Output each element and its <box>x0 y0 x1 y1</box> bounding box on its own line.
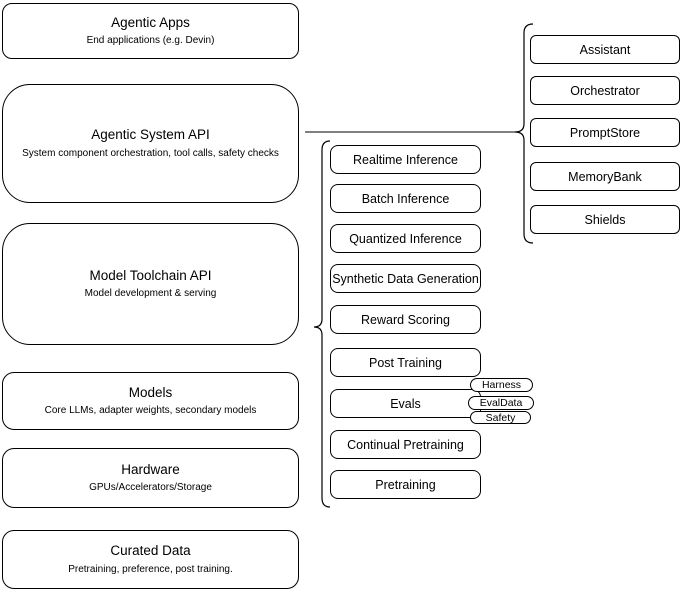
layer-box-agentic-system-api: Agentic System API System component orch… <box>2 84 299 203</box>
layer-box-agentic-apps: Agentic Apps End applications (e.g. Devi… <box>2 3 299 59</box>
eval-tag-harness: Harness <box>470 378 533 392</box>
toolchain-box-synthetic-data-generation: Synthetic Data Generation <box>330 264 481 293</box>
toolchain-box-post-training: Post Training <box>330 348 481 377</box>
layer-box-models: Models Core LLMs, adapter weights, secon… <box>2 372 299 430</box>
layer-title: Hardware <box>121 461 180 477</box>
toolchain-box-pretraining: Pretraining <box>330 470 481 499</box>
layer-subtitle: Model development & serving <box>84 288 217 300</box>
toolchain-box-realtime-inference: Realtime Inference <box>330 145 481 174</box>
layer-box-curated-data: Curated Data Pretraining, preference, po… <box>2 530 299 589</box>
toolchain-box-evals: Evals <box>330 389 481 418</box>
layer-subtitle: Pretraining, preference, post training. <box>68 563 233 575</box>
layer-subtitle: Core LLMs, adapter weights, secondary mo… <box>44 405 257 417</box>
layer-title: Agentic System API <box>91 127 210 143</box>
component-box-assistant: Assistant <box>530 35 680 64</box>
eval-tag-evaldata: EvalData <box>468 396 534 410</box>
toolchain-box-batch-inference: Batch Inference <box>330 184 481 213</box>
layer-title: Agentic Apps <box>111 14 190 30</box>
layer-subtitle: System component orchestration, tool cal… <box>22 147 279 159</box>
toolchain-box-reward-scoring: Reward Scoring <box>330 305 481 334</box>
eval-tag-safety: Safety <box>470 411 531 424</box>
toolchain-box-quantized-inference: Quantized Inference <box>330 224 481 253</box>
layer-subtitle: GPUs/Accelerators/Storage <box>89 482 212 494</box>
layer-title: Curated Data <box>110 543 191 559</box>
layer-subtitle: End applications (e.g. Devin) <box>86 35 215 47</box>
layer-box-hardware: Hardware GPUs/Accelerators/Storage <box>2 448 299 508</box>
component-box-promptstore: PromptStore <box>530 118 680 147</box>
component-box-orchestrator: Orchestrator <box>530 76 680 105</box>
layer-title: Model Toolchain API <box>89 267 212 283</box>
component-box-memorybank: MemoryBank <box>530 162 680 191</box>
layer-title: Models <box>128 384 173 400</box>
component-box-shields: Shields <box>530 205 680 234</box>
toolchain-box-continual-pretraining: Continual Pretraining <box>330 430 481 459</box>
layer-box-model-toolchain-api: Model Toolchain API Model development & … <box>2 223 299 345</box>
toolchain-brace <box>313 140 331 508</box>
